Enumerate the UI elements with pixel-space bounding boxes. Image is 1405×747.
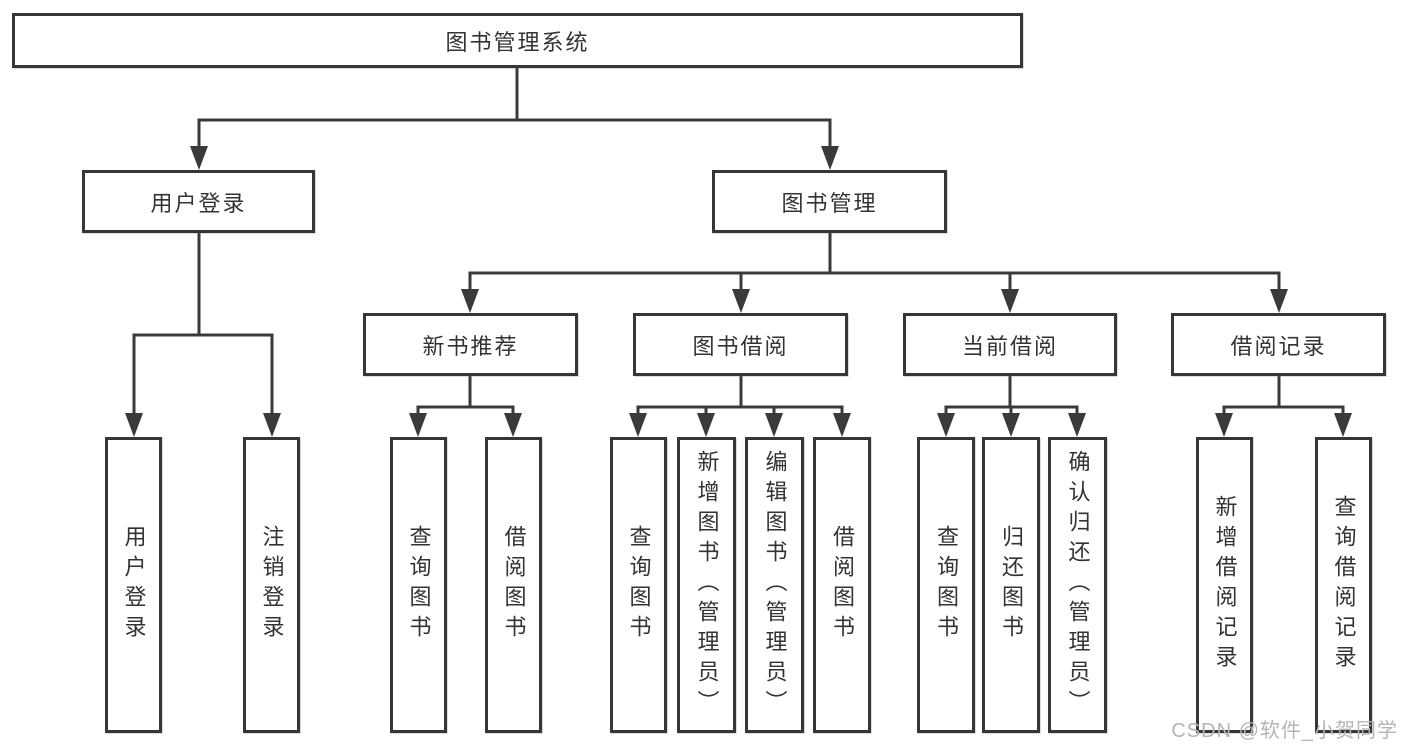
leaf-confirm-return-admin: 确认归还（管理员） — [1048, 437, 1107, 733]
node-label: 图书管理系统 — [445, 29, 590, 55]
node-user-login: 用户登录 — [82, 170, 315, 233]
leaf-borrow-books-recommend: 借阅图书 — [485, 437, 542, 733]
node-label: 新书推荐 — [422, 333, 519, 359]
leaf-label: 新增借阅记录 — [1212, 495, 1238, 675]
leaf-label: 注销登录 — [259, 525, 285, 645]
node-label: 图书借阅 — [692, 333, 789, 359]
leaf-label: 查询图书 — [626, 525, 652, 645]
node-book-management: 图书管理 — [712, 170, 947, 233]
leaf-logout: 注销登录 — [243, 437, 300, 733]
leaf-query-borrow-record: 查询借阅记录 — [1315, 437, 1372, 733]
leaf-label: 用户登录 — [121, 525, 147, 645]
node-current-borrow: 当前借阅 — [903, 313, 1117, 376]
leaf-borrow-books: 借阅图书 — [813, 437, 871, 733]
leaf-label: 借阅图书 — [501, 525, 527, 645]
leaf-label: 借阅图书 — [830, 525, 855, 645]
leaf-label: 确认归还（管理员） — [1065, 450, 1091, 720]
leaf-label: 查询图书 — [934, 525, 959, 645]
node-label: 借阅记录 — [1230, 333, 1327, 359]
leaf-query-books-borrow: 查询图书 — [610, 437, 667, 733]
leaf-edit-books-admin: 编辑图书（管理员） — [745, 437, 804, 733]
leaf-add-books-admin: 新增图书（管理员） — [677, 437, 736, 733]
leaf-query-books-current: 查询图书 — [917, 437, 975, 733]
node-borrow-record: 借阅记录 — [1171, 313, 1386, 376]
leaf-label: 编辑图书（管理员） — [762, 450, 788, 720]
csdn-watermark: CSDN @软件_小贺同学 — [1171, 720, 1398, 742]
leaf-label: 查询借阅记录 — [1331, 495, 1357, 675]
leaf-label: 查询图书 — [406, 525, 432, 645]
leaf-return-books: 归还图书 — [982, 437, 1040, 733]
node-label: 图书管理 — [781, 190, 878, 216]
node-new-book-recommend: 新书推荐 — [363, 313, 578, 376]
node-label: 当前借阅 — [961, 333, 1058, 359]
leaf-query-books-recommend: 查询图书 — [390, 437, 447, 733]
node-system-root: 图书管理系统 — [12, 13, 1023, 68]
leaf-add-borrow-record: 新增借阅记录 — [1196, 437, 1253, 733]
leaf-user-login: 用户登录 — [105, 437, 162, 733]
node-label: 用户登录 — [150, 190, 247, 216]
leaf-label: 归还图书 — [999, 525, 1024, 645]
leaf-label: 新增图书（管理员） — [694, 450, 720, 720]
node-book-borrow: 图书借阅 — [633, 313, 848, 376]
